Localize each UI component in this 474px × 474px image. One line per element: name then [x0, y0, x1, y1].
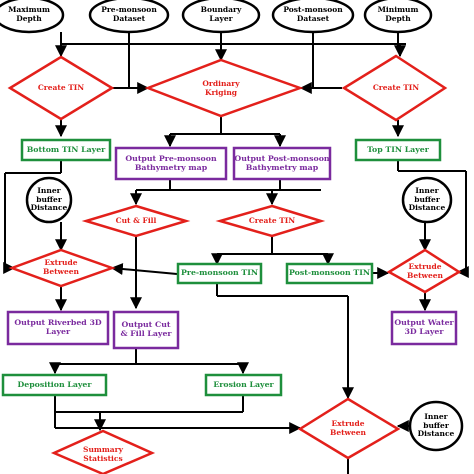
inner-buffer-right-label: Inner buffer Distance: [408, 186, 446, 213]
post-monsoon-dataset-label: Post-monsoon Dataset: [283, 5, 343, 23]
create-tin-middle-label: Create TIN: [248, 215, 296, 225]
extrude-left-label: Extrude Between: [42, 258, 80, 276]
cut-fill-layer-box: [112, 310, 180, 350]
inner-buffer-left-label: Inner buffer Distance: [30, 186, 68, 213]
riverbed-3d-box: [6, 310, 110, 346]
extrude-bottom-label: Extrude Between: [329, 419, 367, 437]
pre-monsoon-tin-box: [176, 262, 263, 285]
extrude-bottom-diamond: [297, 397, 401, 460]
minimum-depth-label: Minimum Depth: [377, 5, 419, 23]
boundary-layer-oval: [181, 0, 261, 34]
extrude-right-diamond: [386, 248, 462, 294]
extrude-right-label: Extrude Between: [406, 262, 444, 280]
deposition-layer-label: Deposition Layer: [17, 379, 92, 389]
top-tin-label: Top TIN Layer: [367, 144, 429, 154]
create-tin-middle-diamond: [215, 204, 326, 238]
cut-fill-diamond: [81, 204, 191, 238]
post-monsoon-bathymetry-box: [232, 146, 332, 181]
water-3d-box: [390, 310, 458, 346]
output-boxes: [6, 146, 458, 350]
bottom-tin-label: Bottom TIN Layer: [26, 144, 106, 154]
pre-monsoon-dataset-label: Pre-monsoon Dataset: [101, 5, 157, 23]
summary-statistics-diamond: [50, 429, 156, 474]
riverbed-3d-label: Output Riverbed 3D Layer: [14, 318, 102, 336]
ordinary-kriging-label: Ordinary Kriging: [202, 79, 240, 97]
maximum-depth-label: Maximum Depth: [8, 5, 50, 23]
boundary-layer-label: Boundary Layer: [200, 5, 242, 23]
post-monsoon-tin-box: [285, 262, 374, 285]
create-tin-right-diamond: [341, 54, 448, 122]
inner-buffer-left-oval: [25, 176, 73, 224]
input-ovals: [0, 0, 464, 452]
post-monsoon-dataset-oval: [271, 0, 355, 34]
minimum-depth-oval: [363, 0, 433, 34]
pre-monsoon-bathymetry-box: [114, 146, 228, 181]
maximum-depth-oval: [0, 0, 65, 34]
layer-boxes: [1, 138, 442, 397]
inner-buffer-bottom-label: Inner buffer Distance: [417, 412, 455, 439]
erosion-layer-label: Erosion Layer: [213, 379, 274, 389]
create-tin-left-diamond: [7, 55, 115, 121]
deposition-layer-box: [1, 373, 108, 397]
erosion-layer-box: [204, 373, 283, 397]
water-3d-label: Output Water 3D Layer: [394, 318, 454, 336]
ordinary-kriging-diamond: [144, 58, 304, 118]
inner-buffer-right-oval: [401, 176, 453, 224]
connector-lines: [3, 32, 469, 474]
post-monsoon-bathymetry-label: Output Post-monsoon Bathymetry map: [234, 153, 330, 172]
pre-monsoon-dataset-oval: [88, 0, 170, 34]
bottom-tin-box: [20, 138, 112, 162]
cut-fill-layer-label: Output Cut & Fill Layer: [120, 320, 172, 338]
cut-fill-label: Cut & Fill: [115, 215, 157, 225]
pre-monsoon-tin-label: Pre-monsoon TIN: [180, 268, 259, 278]
top-tin-box: [354, 138, 442, 162]
pre-monsoon-bathymetry-label: Output Pre-monsoon Bathymetry map: [125, 153, 217, 172]
summary-statistics-label: Summary Statistics: [83, 445, 123, 463]
extrude-left-diamond: [8, 248, 116, 288]
post-monsoon-tin-label: Post-monsoon TIN: [289, 268, 370, 278]
create-tin-left-label: Create TIN: [37, 82, 85, 92]
create-tin-right-label: Create TIN: [372, 82, 420, 92]
inner-buffer-bottom-oval: [408, 400, 464, 452]
process-diamonds: [7, 54, 462, 474]
